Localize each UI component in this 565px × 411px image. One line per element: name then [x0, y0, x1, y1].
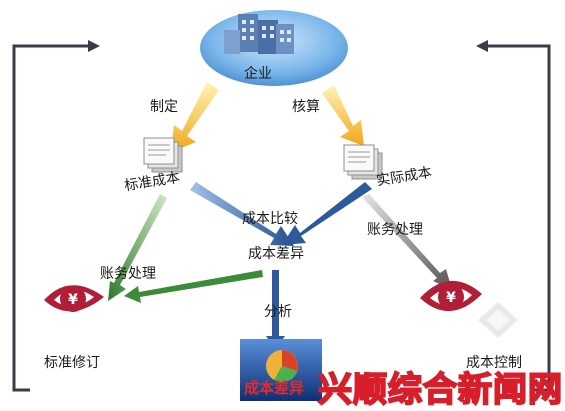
node-standard-revision: 标准修订: [44, 355, 100, 371]
node-enterprise: 企业: [244, 66, 272, 82]
site-watermark: 兴顺综合新闻网: [317, 369, 563, 411]
svg-text:¥: ¥: [68, 292, 78, 308]
money-right-icon: ¥: [420, 280, 482, 312]
edge-formulate: 制定: [150, 99, 178, 115]
arrow-variance-to-report: [266, 270, 285, 350]
edge-analysis: 分析: [264, 304, 292, 320]
arrow-actual-to-money: [362, 194, 452, 290]
report-icon: [240, 339, 322, 401]
node-cost-variance: 成本差异: [248, 246, 304, 262]
buildings-icon: [224, 14, 294, 54]
arrow-formulate: [171, 82, 219, 152]
frame-left-arrowhead: [88, 40, 100, 52]
document-left-icon: [143, 137, 183, 173]
edge-accounting: 核算: [292, 99, 320, 115]
frame-right: [483, 44, 551, 392]
report-caption: 成本差异: [244, 379, 305, 397]
node-cost-control: 成本控制: [466, 355, 522, 371]
svg-text:¥: ¥: [446, 290, 456, 306]
frame-right-arrowhead: [476, 40, 488, 52]
arrow-variance-to-money: [124, 270, 263, 303]
arrow-actual-to-variance: [282, 182, 372, 245]
edge-bookkeeping-right: 账务处理: [367, 222, 423, 238]
arrow-accounting: [322, 85, 364, 146]
edge-bookkeeping-left: 账务处理: [100, 266, 156, 282]
diamond-decoration: [478, 302, 518, 338]
arrow-standard-to-variance: [190, 182, 294, 246]
frame-left: [12, 44, 92, 392]
money-left-icon: ¥: [44, 285, 104, 312]
node-cost-compare: 成本比较: [242, 211, 298, 227]
document-right-icon: [343, 144, 383, 180]
arrow-standard-to-money: [108, 194, 167, 301]
